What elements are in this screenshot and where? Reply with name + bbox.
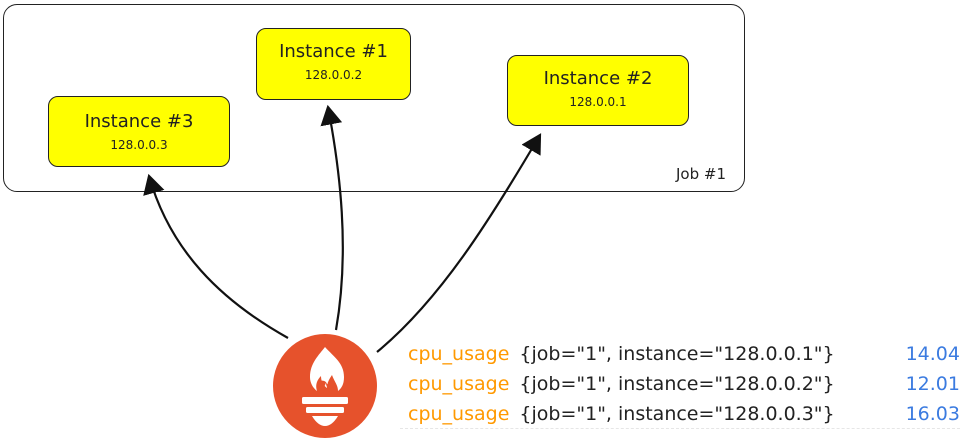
metric-name: cpu_usage xyxy=(408,343,510,365)
metric-value: 14.04 xyxy=(905,343,960,365)
metric-name: cpu_usage xyxy=(408,403,510,425)
instance-3-name: Instance #3 xyxy=(84,111,194,132)
prometheus-flame-icon xyxy=(273,334,377,438)
instance-1-ip: 128.0.0.2 xyxy=(304,68,363,82)
divider xyxy=(400,428,960,429)
metric-value: 12.01 xyxy=(905,373,960,395)
instance-2-name: Instance #2 xyxy=(543,68,653,89)
arrow-to-instance-1 xyxy=(320,104,344,331)
metric-name: cpu_usage xyxy=(408,373,510,395)
job-label: Job #1 xyxy=(675,165,726,183)
instance-1-node: Instance #1 128.0.0.2 xyxy=(256,28,411,100)
metrics-list: cpu_usage {job="1", instance="128.0.0.1"}… xyxy=(408,339,964,429)
arrow-to-instance-3 xyxy=(143,173,289,339)
metric-row: cpu_usage {job="1", instance="128.0.0.2"}… xyxy=(408,369,964,399)
instance-1-name: Instance #1 xyxy=(279,41,388,62)
metric-row: cpu_usage {job="1", instance="128.0.0.1"}… xyxy=(408,339,964,369)
metric-value: 16.03 xyxy=(905,403,960,425)
instance-3-ip: 128.0.0.3 xyxy=(110,138,168,152)
instance-2-node: Instance #2 128.0.0.1 xyxy=(507,55,689,126)
metric-row: cpu_usage {job="1", instance="128.0.0.3"}… xyxy=(408,399,964,429)
instance-2-ip: 128.0.0.1 xyxy=(569,95,627,109)
metric-labels: {job="1", instance="128.0.0.1"} xyxy=(519,343,835,365)
metric-labels: {job="1", instance="128.0.0.3"} xyxy=(519,403,835,425)
instance-3-node: Instance #3 128.0.0.3 xyxy=(48,96,230,167)
metric-labels: {job="1", instance="128.0.0.2"} xyxy=(519,373,835,395)
arrow-to-instance-2 xyxy=(376,133,542,353)
